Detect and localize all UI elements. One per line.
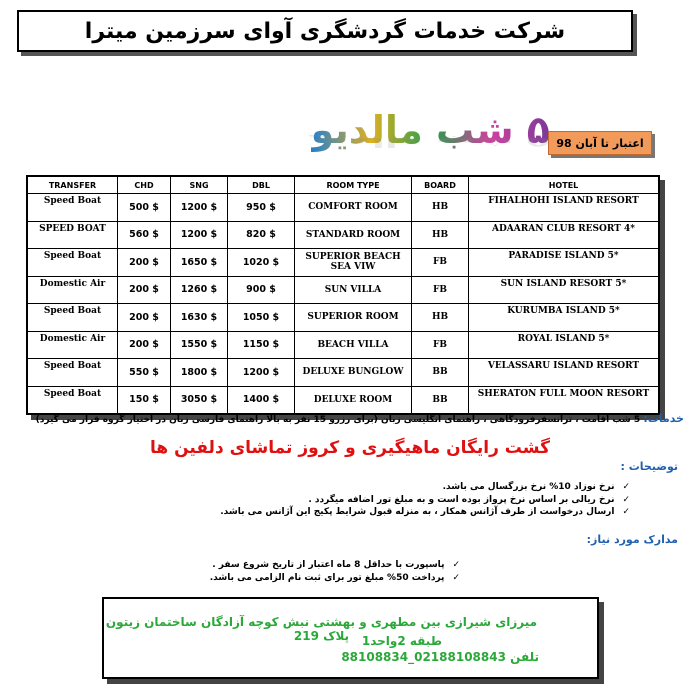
cell-hotel: PARADISE ISLAND 5* (468, 248, 660, 277)
cell-room-type: SUPERIOR BEACH SEA VIW (294, 248, 412, 277)
cell-board: HB (411, 193, 469, 222)
address-phone: تلفن 02188108843_88108834 (341, 650, 539, 664)
cell-sng: 1200 $ (170, 193, 228, 222)
cell-room-type: DELUXE ROOM (294, 385, 412, 415)
cell-hotel: VELASSARU ISLAND RESORT (468, 358, 660, 387)
cell-transfer: Speed Boat (26, 248, 118, 277)
cell-sng: 3050 $ (170, 385, 228, 415)
cell-hotel: FIHALHOHI ISLAND RESORT (468, 193, 660, 222)
cell-chd: 200 $ (117, 248, 171, 277)
cell-dbl: 1400 $ (227, 385, 295, 415)
cell-board: BB (411, 358, 469, 387)
cell-board: HB (411, 303, 469, 332)
tour-title: ۵ شب مالدیو ۵ شب مالدیو (190, 108, 550, 158)
list-item: پرداخت 50% مبلغ تور برای ثبت نام الزامی … (210, 572, 460, 585)
cell-board: HB (411, 220, 469, 249)
cell-sng: 1200 $ (170, 220, 228, 249)
cell-dbl: 820 $ (227, 220, 295, 249)
cell-room-type: COMFORT ROOM (294, 193, 412, 222)
cell-sng: 1650 $ (170, 248, 228, 277)
cell-room-type: BEACH VILLA (294, 330, 412, 359)
validity-text: اعتبار تا آبان 98 (556, 136, 644, 150)
cell-dbl: 1200 $ (227, 358, 295, 387)
list-item: نرخ نوزاد 10% نرخ بزرگسال می باشد. (220, 481, 630, 494)
list-item: ارسال درخواست از طرف آژانس همکار ، به من… (220, 506, 630, 519)
cell-chd: 150 $ (117, 385, 171, 415)
header-sng: SNG (170, 175, 228, 194)
cell-chd: 200 $ (117, 275, 171, 304)
cell-hotel: SHERATON FULL MOON RESORT (468, 385, 660, 415)
cell-hotel: SUN ISLAND RESORT 5* (468, 275, 660, 304)
cell-dbl: 1150 $ (227, 330, 295, 359)
notes-list: نرخ نوزاد 10% نرخ بزرگسال می باشد. نرخ ر… (220, 481, 630, 519)
cell-room-type: STANDARD ROOM (294, 220, 412, 249)
header-room-type: ROOM TYPE (294, 175, 412, 194)
cell-chd: 200 $ (117, 330, 171, 359)
cell-transfer: Domestic Air (26, 330, 118, 359)
cell-hotel: ROYAL ISLAND 5* (468, 330, 660, 359)
documents-title: مدارک مورد نیاز: (586, 533, 678, 546)
cell-room-type: SUPERIOR ROOM (294, 303, 412, 332)
header-board: BOARD (411, 175, 469, 194)
cell-hotel: KURUMBA ISLAND 5* (468, 303, 660, 332)
header-transfer: TRANSFER (26, 175, 118, 194)
services-line: خدمات: 5 شب اقامت ، ترانسفرفرودگاهی ، را… (4, 412, 684, 425)
documents-list: پاسپورت با حداقل 8 ماه اعتبار از تاریخ ش… (210, 559, 460, 584)
cell-sng: 1260 $ (170, 275, 228, 304)
cell-dbl: 1020 $ (227, 248, 295, 277)
cell-hotel: ADAARAN CLUB RESORT 4* (468, 220, 660, 249)
table-header-row: TRANSFER CHD SNG DBL ROOM TYPE BOARD HOT… (26, 175, 660, 194)
address-box: میرزای شیرازی بین مطهری و بهشتی نبش کوچه… (102, 597, 599, 679)
cell-chd: 200 $ (117, 303, 171, 332)
notes-title: توضیحات : (620, 460, 679, 473)
list-item: پاسپورت با حداقل 8 ماه اعتبار از تاریخ ش… (210, 559, 460, 572)
header-dbl: DBL (227, 175, 295, 194)
list-item: نرخ ریالی بر اساس نرخ پرواز بوده است و ب… (220, 494, 630, 507)
cell-dbl: 900 $ (227, 275, 295, 304)
cell-transfer: Speed Boat (26, 193, 118, 222)
cell-sng: 1800 $ (170, 358, 228, 387)
company-header: شرکت خدمات گردشگری آوای سرزمین میترا (17, 10, 633, 52)
cell-transfer: Speed Boat (26, 358, 118, 387)
cell-chd: 550 $ (117, 358, 171, 387)
cell-transfer: Speed Boat (26, 303, 118, 332)
address-line-2: طبقه 2واحد1 (361, 634, 442, 648)
company-name: شرکت خدمات گردشگری آوای سرزمین میترا (84, 18, 566, 44)
cell-dbl: 1050 $ (227, 303, 295, 332)
cell-transfer: Domestic Air (26, 275, 118, 304)
tour-title-reflection: ۵ شب مالدیو (310, 134, 550, 150)
cell-chd: 500 $ (117, 193, 171, 222)
cell-room-type: SUN VILLA (294, 275, 412, 304)
hotel-price-table: TRANSFER CHD SNG DBL ROOM TYPE BOARD HOT… (26, 175, 660, 415)
cell-board: BB (411, 385, 469, 415)
tour-title-text: ۵ شب مالدیو (310, 108, 550, 152)
cell-board: FB (411, 275, 469, 304)
cell-room-type: DELUXE BUNGLOW (294, 358, 412, 387)
cell-transfer: SPEED BOAT (26, 220, 118, 249)
promo-text: گشت رایگان ماهیگیری و کروز تماشای دلفین … (150, 438, 550, 458)
cell-sng: 1630 $ (170, 303, 228, 332)
cell-dbl: 950 $ (227, 193, 295, 222)
validity-badge: اعتبار تا آبان 98 (548, 131, 652, 155)
header-hotel: HOTEL (468, 175, 660, 194)
cell-sng: 1550 $ (170, 330, 228, 359)
services-label: خدمات: (643, 412, 684, 425)
cell-board: FB (411, 330, 469, 359)
services-text: 5 شب اقامت ، ترانسفرفرودگاهی ، راهنمای ا… (35, 415, 641, 425)
cell-transfer: Speed Boat (26, 385, 118, 415)
address-line-1: میرزای شیرازی بین مطهری و بهشتی نبش کوچه… (105, 615, 538, 643)
cell-board: FB (411, 248, 469, 277)
header-chd: CHD (117, 175, 171, 194)
cell-chd: 560 $ (117, 220, 171, 249)
